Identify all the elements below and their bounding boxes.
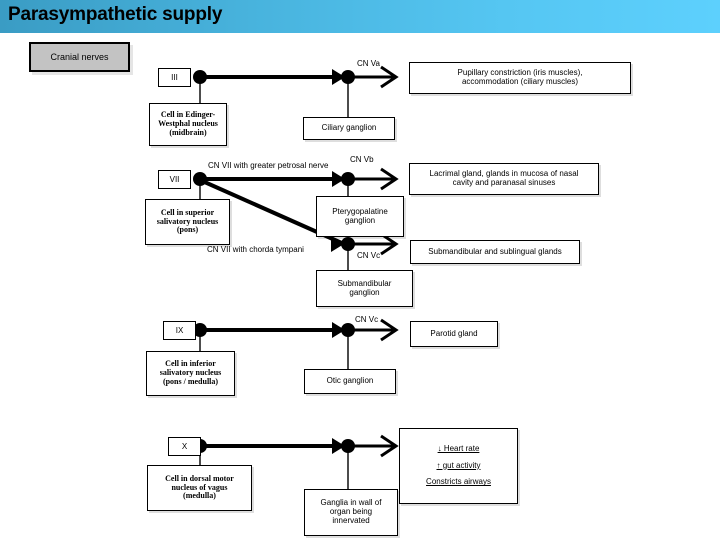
target-box-lacrimal: Lacrimal gland, glands in mucosa of nasa… — [409, 163, 599, 195]
ganglion-submandibular-line2: ganglion — [349, 287, 380, 297]
cell-body-box-ix: Cell in inferior salivatory nucleus (pon… — [146, 351, 235, 396]
synapse-arrowhead-x — [332, 438, 345, 454]
cell-body-x-line3: (medulla) — [183, 491, 216, 501]
ganglion-box-submandibular: Submandibular ganglion — [316, 270, 413, 307]
cell-body-vii-line1: Cell in superior — [160, 207, 215, 217]
target-box-submandibular-glands: Submandibular and sublingual glands — [410, 240, 580, 264]
cell-body-box-iii: Cell in Edinger- Westphal nucleus (midbr… — [149, 103, 227, 146]
target-parotid-label: Parotid gland — [430, 328, 478, 338]
terminal-arrow-x — [380, 434, 399, 458]
cell-body-x-line2: nucleus of vagus — [171, 482, 228, 492]
nerve-label-cn-vc-chorda: CN Vc — [357, 251, 381, 260]
terminal-arrow-iii — [380, 65, 399, 89]
target-lacrimal-line2: cavity and paranasal sinuses — [452, 178, 556, 187]
ganglion-box-ciliary: Ciliary ganglion — [303, 117, 395, 140]
cell-body-iii-line3: (midbrain) — [169, 127, 207, 137]
cell-body-vii-line3: (pons) — [176, 225, 199, 235]
target-submandibular-glands-label: Submandibular and sublingual glands — [428, 246, 562, 256]
nerve-label-cn-vii-chorda-tympani: CN VII with chorda tympani — [207, 245, 304, 254]
terminal-arrow-ix — [380, 318, 399, 342]
title-band — [0, 0, 720, 33]
ganglion-pterygopalatine-line2: ganglion — [344, 215, 376, 225]
legend-cranial-nerves: Cranial nerves — [29, 42, 130, 72]
ganglion-pterygopalatine-line1: Pterygopalatine — [332, 206, 388, 216]
cell-body-box-vii: Cell in superior salivatory nucleus (pon… — [145, 199, 230, 245]
nerve-label-cn-vii-greater-petrosal: CN VII with greater petrosal nerve — [208, 161, 329, 170]
ganglion-box-otic: Otic ganglion — [304, 369, 396, 394]
nerve-tag-iii: III — [158, 68, 191, 87]
ganglion-dot-vii-chorda — [341, 237, 355, 251]
ganglion-otic-label: Otic ganglion — [326, 376, 374, 386]
nerve-label-cn-va: CN Va — [357, 59, 380, 68]
ganglion-dot-ix — [341, 323, 355, 337]
nerve-label-cn-vc-otic: CN Vc — [355, 315, 379, 324]
ganglion-dot-x — [341, 439, 355, 453]
cell-body-vii-line2: salivatory nucleus — [156, 216, 219, 226]
ganglion-dot-iii — [341, 70, 355, 84]
terminal-arrow-vii-chorda — [380, 232, 399, 256]
ganglion-ciliary-label: Ciliary ganglion — [321, 123, 377, 133]
target-lacrimal-line1: Lacrimal gland, glands in mucosa of nasa… — [429, 169, 579, 179]
synapse-arrowhead-vii-petrosal — [332, 171, 345, 187]
nerve-tag-vii: VII — [158, 170, 191, 189]
cell-body-iii-line2: Westphal nucleus — [158, 119, 218, 129]
cell-body-dot-vii — [193, 172, 207, 186]
target-box-eye: Pupillary constriction (iris muscles), a… — [409, 62, 631, 94]
ganglion-box-vagal-wall: Ganglia in wall of organ being innervate… — [304, 489, 398, 536]
synapse-arrowhead-iii — [332, 69, 345, 85]
terminal-arrow-vii-petrosal — [380, 167, 399, 191]
target-box-parotid: Parotid gland — [410, 321, 498, 347]
synapse-arrowhead-vii-chorda — [331, 236, 344, 252]
legend-cranial-nerves-label: Cranial nerves — [50, 52, 109, 62]
ganglion-submandibular-line1: Submandibular — [337, 278, 392, 288]
vagal-effect-airways: Constricts airways — [426, 477, 491, 487]
vagal-effect-gut-activity: ↑ gut activity — [436, 460, 481, 470]
cell-body-dot-iii — [193, 70, 207, 84]
target-eye-line1: Pupillary constriction (iris muscles), — [457, 68, 583, 78]
cell-body-ix-line2: salivatory nucleus — [159, 368, 222, 378]
vagal-effect-heart-rate: ↓ Heart rate — [437, 443, 480, 453]
ganglion-box-pterygopalatine: Pterygopalatine ganglion — [316, 196, 404, 237]
cell-body-ix-line3: (pons / medulla) — [162, 376, 219, 386]
nerve-tag-ix: IX — [163, 321, 196, 340]
page-title: Parasympathetic supply — [8, 4, 223, 25]
cell-body-ix-line1: Cell in inferior — [165, 359, 216, 369]
cell-body-box-x: Cell in dorsal motor nucleus of vagus (m… — [147, 465, 252, 511]
nerve-tag-x: X — [168, 437, 201, 456]
synapse-arrowhead-ix — [332, 322, 345, 338]
ganglion-vagal-line3: innervated — [332, 515, 370, 525]
target-eye-line2: accommodation (ciliary muscles) — [461, 77, 579, 86]
ganglion-vagal-line2: organ being — [329, 507, 373, 517]
ganglion-dot-vii-petrosal — [341, 172, 355, 186]
cell-body-x-line1: Cell in dorsal motor — [165, 473, 234, 483]
cell-body-iii-line1: Cell in Edinger- — [160, 110, 216, 120]
target-box-vagal-effects: ↓ Heart rate ↑ gut activity Constricts a… — [399, 428, 518, 504]
nerve-label-cn-vb: CN Vb — [350, 155, 374, 164]
ganglion-vagal-line1: Ganglia in wall of — [320, 498, 382, 508]
